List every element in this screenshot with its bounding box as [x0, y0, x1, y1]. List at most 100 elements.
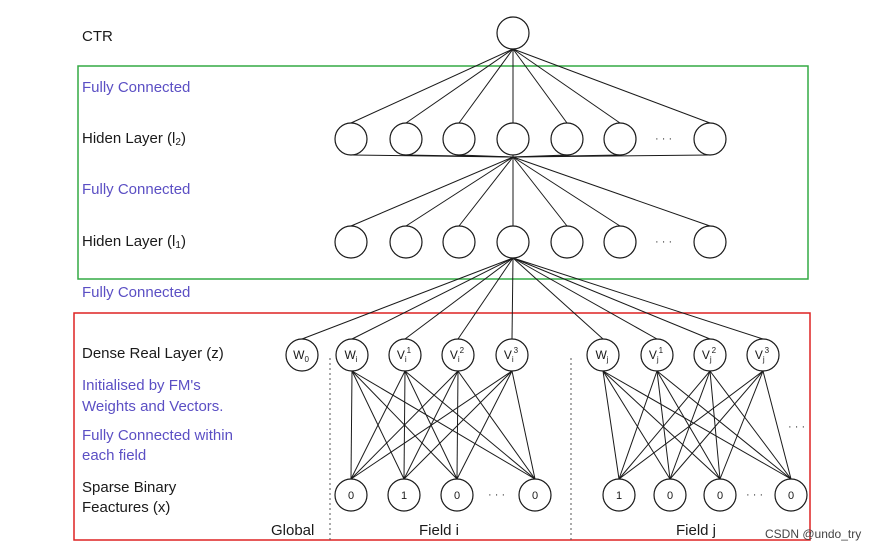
connection-lines	[301, 48, 792, 480]
hidden1-to-dense-edge	[512, 257, 764, 340]
sparse-value-field-j: 1	[616, 490, 622, 502]
field-i-label: Field i	[419, 522, 459, 539]
dense-node	[495, 338, 529, 372]
dense-node-label: Wi	[344, 348, 357, 364]
dense-node-label: Vj2	[702, 346, 717, 364]
fm-initialised-region-box	[73, 312, 811, 541]
dense-node-label: Vi3	[504, 346, 519, 364]
field-j-edge	[709, 370, 792, 480]
ctr-to-hidden2-edge	[512, 48, 711, 124]
hidden2-node	[334, 122, 368, 156]
hidden1-to-dense-edge	[404, 257, 514, 340]
hidden1-node	[442, 225, 476, 259]
hidden-layer-2-subscript: 2	[175, 137, 181, 148]
hidden2-node	[496, 122, 530, 156]
fc-field-label-line2: each field	[82, 447, 146, 464]
sparse-value-field-i: 1	[401, 490, 407, 502]
hidden-layer-2-close: )	[181, 130, 186, 147]
field-j-edge	[669, 370, 764, 480]
dense-node	[335, 338, 369, 372]
sparse-node-field-i	[387, 478, 421, 512]
field-i-edge	[351, 370, 405, 480]
field-j-edge	[602, 370, 792, 480]
hidden-layer-1-label: Hiden Layer (l1)	[82, 233, 186, 251]
field-j-edge	[656, 370, 671, 480]
hidden2-to-hidden1-edge	[405, 156, 514, 227]
hidden2-to-hidden1-edge	[512, 154, 711, 158]
sparse-node-field-i	[440, 478, 474, 512]
hidden1-node	[693, 225, 727, 259]
hidden2-to-hidden1-edge	[512, 156, 711, 227]
hidden-layer-1-subscript: 1	[175, 240, 181, 251]
sparse-label-line1: Sparse Binary	[82, 479, 177, 496]
field-j-label: Field j	[676, 522, 716, 539]
fully-connected-label-mid: Fully Connected	[82, 181, 190, 198]
field-i-edge	[457, 370, 536, 480]
field-i-edge	[456, 370, 513, 480]
more-fields-ellipsis: · · ·	[788, 421, 805, 433]
sparse-node-field-i	[334, 478, 368, 512]
dense-node-label: Wj	[595, 348, 608, 364]
field-j-ellipsis: · · ·	[746, 489, 763, 501]
field-i-edge	[351, 370, 536, 480]
field-i-edge	[350, 370, 353, 480]
fully-connected-label-top: Fully Connected	[82, 79, 190, 96]
hidden1-node	[550, 225, 584, 259]
hidden1-ellipsis: · · ·	[655, 236, 672, 248]
global-field-label: Global	[271, 522, 314, 539]
sparse-label-line2: Feactures (x)	[82, 499, 170, 516]
dense-node-label: Vj3	[755, 346, 770, 364]
hidden1-to-dense-edge	[301, 257, 514, 340]
sparse-node-field-j	[653, 478, 687, 512]
dense-node	[285, 338, 319, 372]
field-i-ellipsis: · · ·	[488, 489, 505, 501]
sparse-node-field-j	[774, 478, 808, 512]
hidden2-ellipsis: · · ·	[655, 133, 672, 145]
sparse-value-field-i: 0	[348, 490, 354, 502]
dense-node-label: Vj1	[649, 346, 664, 364]
field-i-edge	[351, 370, 458, 480]
hidden2-to-hidden1-edge	[512, 156, 568, 227]
field-j-edge	[602, 370, 721, 480]
init-label-line1: Initialised by FM's	[82, 377, 201, 394]
sparse-value-field-i: 0	[454, 490, 460, 502]
sparse-value-field-i: 0	[532, 490, 538, 502]
watermark: CSDN @undo_try	[765, 527, 861, 541]
hidden-layer-1-text: Hiden Layer (l	[82, 233, 175, 250]
field-j-edge	[656, 370, 721, 480]
field-i-edge	[456, 370, 459, 480]
hidden-layer-2-text: Hiden Layer (l	[82, 130, 175, 147]
ctr-node	[496, 16, 530, 50]
init-label-line2: Weights and Vectors.	[82, 398, 223, 415]
ctr-to-hidden2-edge	[458, 48, 514, 124]
sparse-node-field-i	[518, 478, 552, 512]
hidden1-node	[603, 225, 637, 259]
ctr-to-hidden2-edge	[350, 48, 514, 124]
sparse-value-field-j: 0	[667, 490, 673, 502]
hidden2-to-hidden1-edge	[512, 156, 621, 227]
hidden2-node	[693, 122, 727, 156]
fully-connected-label-bottom: Fully Connected	[82, 284, 190, 301]
dense-node-label: W0	[293, 348, 309, 364]
dense-node	[388, 338, 422, 372]
hidden1-to-dense-edge	[512, 257, 711, 340]
dense-node	[693, 338, 727, 372]
dense-node-label: Vi1	[397, 346, 412, 364]
field-j-edge	[709, 370, 721, 480]
ctr-to-hidden2-edge	[512, 48, 621, 124]
hidden1-node	[389, 225, 423, 259]
sparse-value-field-j: 0	[717, 490, 723, 502]
ctr-to-hidden2-edge	[512, 48, 568, 124]
ctr-to-hidden2-edge	[405, 48, 514, 124]
dense-node	[586, 338, 620, 372]
hidden1-to-dense-edge	[511, 257, 514, 340]
hidden1-node	[334, 225, 368, 259]
hidden2-to-hidden1-edge	[458, 154, 514, 158]
hidden2-node	[550, 122, 584, 156]
fc-field-label-line1: Fully Connected within	[82, 427, 233, 444]
sparse-node-field-j	[602, 478, 636, 512]
hidden2-to-hidden1-edge	[350, 156, 514, 227]
hidden2-node	[442, 122, 476, 156]
field-j-edge	[618, 370, 764, 480]
